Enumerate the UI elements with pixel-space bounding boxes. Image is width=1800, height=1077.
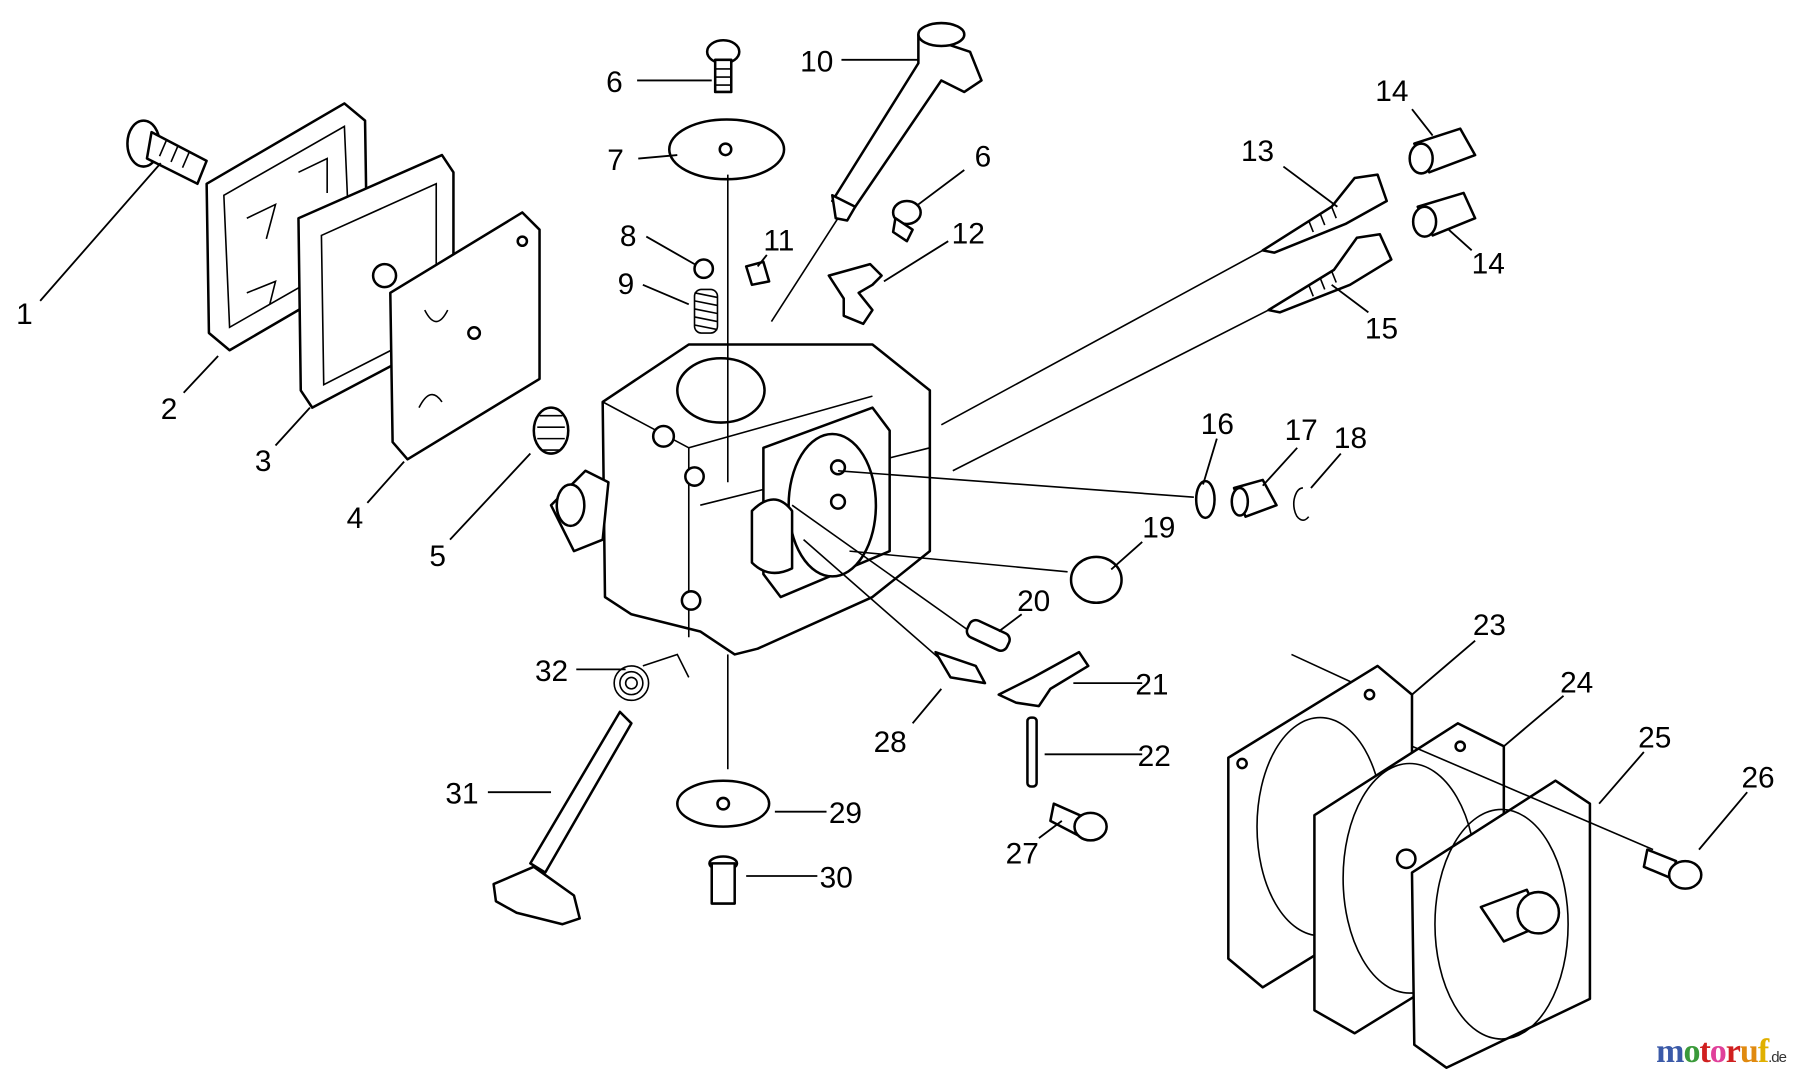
watermark-letter: m: [1656, 1033, 1684, 1070]
part-8-ball: [693, 258, 715, 280]
part-9-spring: [693, 288, 719, 334]
callout-32: 32: [535, 655, 568, 688]
part-28-needle: [934, 650, 987, 685]
part-body: [549, 343, 932, 656]
part-31-shaft: [492, 710, 633, 926]
part-22-pin: [1026, 716, 1038, 788]
callout-10: 10: [800, 45, 833, 78]
part-11-pin: [744, 260, 771, 287]
watermark-letter: r: [1725, 1033, 1741, 1070]
part-17-bushing: [1230, 478, 1278, 518]
callout-22: 22: [1138, 740, 1171, 773]
callout-21: 21: [1135, 669, 1168, 702]
watermark-letter: f: [1757, 1033, 1769, 1070]
watermark-suffix: .de: [1768, 1049, 1787, 1066]
callout-29: 29: [829, 797, 862, 830]
callout-26: 26: [1741, 762, 1774, 795]
callout-11: 11: [763, 224, 794, 257]
callout-1: 1: [16, 298, 33, 331]
part-25-cover: [1410, 779, 1592, 1069]
leader-lines: [39, 58, 1748, 877]
callout-25: 25: [1638, 721, 1671, 754]
callout-28: 28: [874, 726, 907, 759]
callout-7: 7: [607, 144, 624, 177]
part-10-shaft: [831, 21, 983, 222]
part-4-diaphragm: [389, 211, 541, 461]
callout-27: 27: [1006, 837, 1039, 870]
callout-13: 13: [1241, 135, 1274, 168]
part-29-disc: [676, 779, 771, 828]
part-18-clip: [1293, 487, 1310, 521]
callout-12: 12: [952, 217, 985, 250]
callout-20: 20: [1017, 585, 1050, 618]
part-13-needle: [1261, 173, 1388, 254]
part-27-screw: [1049, 802, 1108, 842]
callout-9: 9: [618, 268, 635, 301]
callout-18: 18: [1334, 422, 1367, 455]
callout-2: 2: [161, 393, 178, 426]
part-6-screw-side: [891, 199, 922, 243]
callout-31: 31: [445, 778, 478, 811]
watermark-letter: t: [1699, 1033, 1710, 1070]
callout-16: 16: [1201, 408, 1234, 441]
part-30-screw: [708, 855, 739, 905]
part-19-plug: [1069, 555, 1123, 605]
callout-6-top: 6: [606, 66, 623, 99]
part-32-spring: [613, 653, 690, 702]
callout-labels: 1 2 3 4 5 6 7 8 9 10 11 6 12 13 14 14 15…: [16, 45, 1775, 894]
callout-30: 30: [820, 861, 853, 894]
part-26-screw: [1642, 848, 1703, 890]
callout-19: 19: [1142, 511, 1175, 544]
callout-17: 17: [1285, 414, 1318, 447]
callout-23: 23: [1473, 609, 1506, 642]
part-1-screw: [126, 119, 208, 186]
callout-6-side: 6: [975, 141, 992, 174]
part-5-filter-screen: [532, 406, 570, 455]
part-16-oring: [1194, 479, 1216, 520]
callout-3: 3: [255, 445, 272, 478]
callout-14-bottom: 14: [1472, 247, 1505, 280]
callout-4: 4: [347, 502, 364, 535]
part-12-lever: [827, 262, 883, 326]
callout-5: 5: [429, 540, 446, 573]
part-21-lever: [997, 650, 1090, 708]
part-15-needle: [1267, 233, 1393, 314]
callout-15: 15: [1365, 313, 1398, 346]
part-6-screw-top: [705, 39, 741, 94]
part-20-spring: [965, 618, 1011, 652]
watermark-logo: motoruf.de: [1656, 1033, 1787, 1071]
watermark-letter: o: [1709, 1033, 1727, 1070]
watermark-letter: u: [1739, 1033, 1759, 1070]
callout-24: 24: [1560, 666, 1593, 699]
part-7-disc: [667, 118, 786, 181]
part-14-caps: [1408, 127, 1477, 238]
callout-8: 8: [620, 220, 637, 253]
callout-14-top: 14: [1375, 75, 1408, 108]
watermark-letter: o: [1683, 1033, 1700, 1070]
